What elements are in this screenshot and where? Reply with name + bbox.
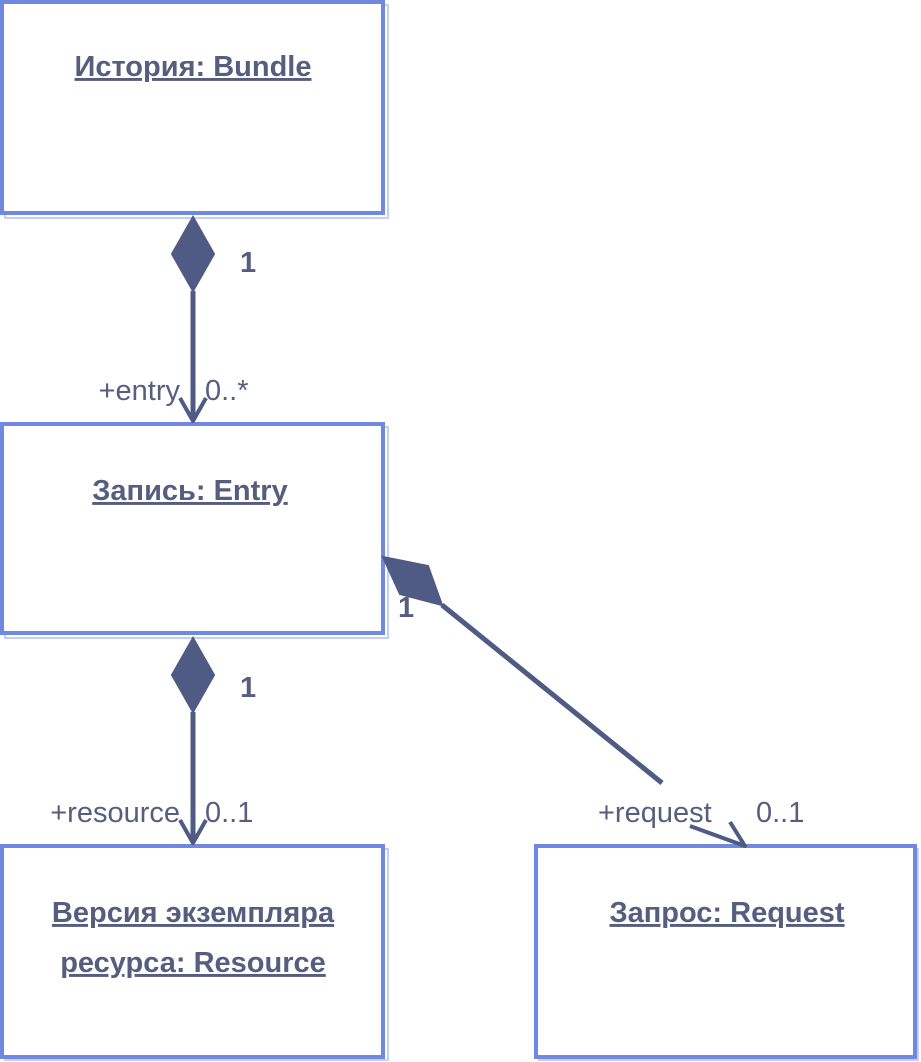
role-label: +entry bbox=[99, 375, 181, 407]
role-label: +request bbox=[598, 797, 712, 829]
object-resource[interactable]: Версия экземпляра ресурса: Resource bbox=[0, 844, 389, 1061]
object-bundle[interactable]: История: Bundle bbox=[0, 0, 389, 219]
navigability-arrowhead bbox=[689, 820, 747, 848]
object-resource-title-line-1: Версия экземпляра bbox=[52, 897, 335, 929]
composition-diamond bbox=[170, 635, 216, 715]
multiplicity-label: 1 bbox=[398, 592, 414, 624]
navigability-arrowhead bbox=[178, 819, 208, 845]
object-entry[interactable]: Запись: Entry bbox=[0, 422, 389, 639]
link-bundle-entry[interactable]: 1 +entry 0..* bbox=[99, 214, 257, 423]
role-label: +resource bbox=[50, 797, 180, 829]
object-entry-title: Запись: Entry bbox=[92, 475, 287, 507]
multiplicity-label: 1 bbox=[240, 247, 256, 279]
multiplicity-label: 1 bbox=[240, 672, 256, 704]
multiplicity-label: 0..* bbox=[205, 375, 249, 407]
link-entry-resource[interactable]: 1 +resource 0..1 bbox=[50, 635, 256, 845]
composition-diamond bbox=[170, 214, 216, 294]
link-entry-request[interactable]: 1 +request 0..1 bbox=[381, 555, 804, 848]
object-resource-title-line-2: ресурса: Resource bbox=[60, 947, 326, 979]
navigability-arrowhead bbox=[178, 397, 208, 423]
multiplicity-label: 0..1 bbox=[205, 797, 253, 829]
object-request-title: Запрос: Request bbox=[609, 897, 844, 929]
object-request[interactable]: Запрос: Request bbox=[534, 844, 919, 1061]
object-bundle-title: История: Bundle bbox=[75, 51, 312, 83]
multiplicity-label: 0..1 bbox=[756, 797, 804, 829]
